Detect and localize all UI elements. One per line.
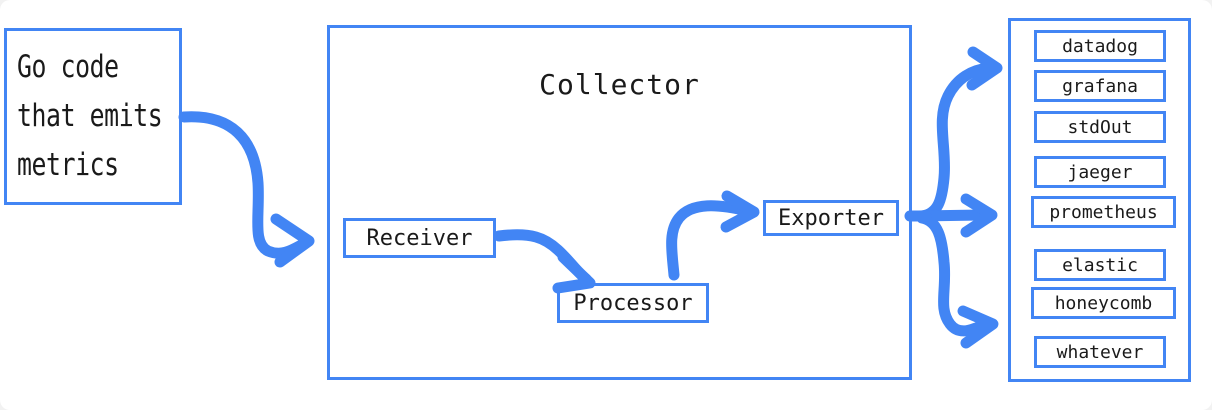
destination-label: grafana — [1062, 75, 1138, 97]
destination-item-datadog: datadog — [1034, 30, 1166, 62]
destination-label: whatever — [1056, 341, 1144, 363]
destination-label: jaeger — [1067, 161, 1133, 183]
destination-item-elastic: elastic — [1034, 249, 1166, 281]
destination-label: prometheus — [1049, 201, 1158, 223]
source-line-1: Go code — [17, 49, 119, 85]
destination-label: elastic — [1062, 254, 1138, 276]
destination-label: stdOut — [1067, 116, 1133, 138]
destination-item-jaeger: jaeger — [1034, 156, 1166, 188]
exporter-box: Exporter — [763, 200, 899, 236]
receiver-label: Receiver — [366, 225, 473, 251]
source-line-3: metrics — [17, 147, 119, 183]
exporter-label: Exporter — [778, 205, 884, 231]
destination-item-stdOut: stdOut — [1034, 111, 1166, 143]
collector-title: Collector — [539, 68, 700, 101]
destination-label: honeycomb — [1054, 292, 1153, 314]
arrow-exporter-to-destinations-bottom — [916, 212, 999, 349]
processor-box: Processor — [557, 283, 709, 323]
arrow-source-to-receiver — [178, 111, 315, 268]
receiver-box: Receiver — [343, 218, 496, 258]
destination-item-honeycomb: honeycomb — [1031, 287, 1176, 319]
source-line-2: that emits — [17, 98, 163, 134]
arrow-exporter-to-destinations-top — [916, 46, 1003, 222]
destination-item-grafana: grafana — [1034, 70, 1166, 102]
destination-item-whatever: whatever — [1034, 336, 1166, 368]
destination-label: datadog — [1062, 35, 1138, 57]
arrow-exporter-to-destinations-middle — [912, 193, 998, 238]
destination-item-prometheus: prometheus — [1031, 196, 1176, 228]
go-code-source-box: Go code that emits metrics — [4, 28, 182, 205]
processor-label: Processor — [573, 290, 693, 316]
